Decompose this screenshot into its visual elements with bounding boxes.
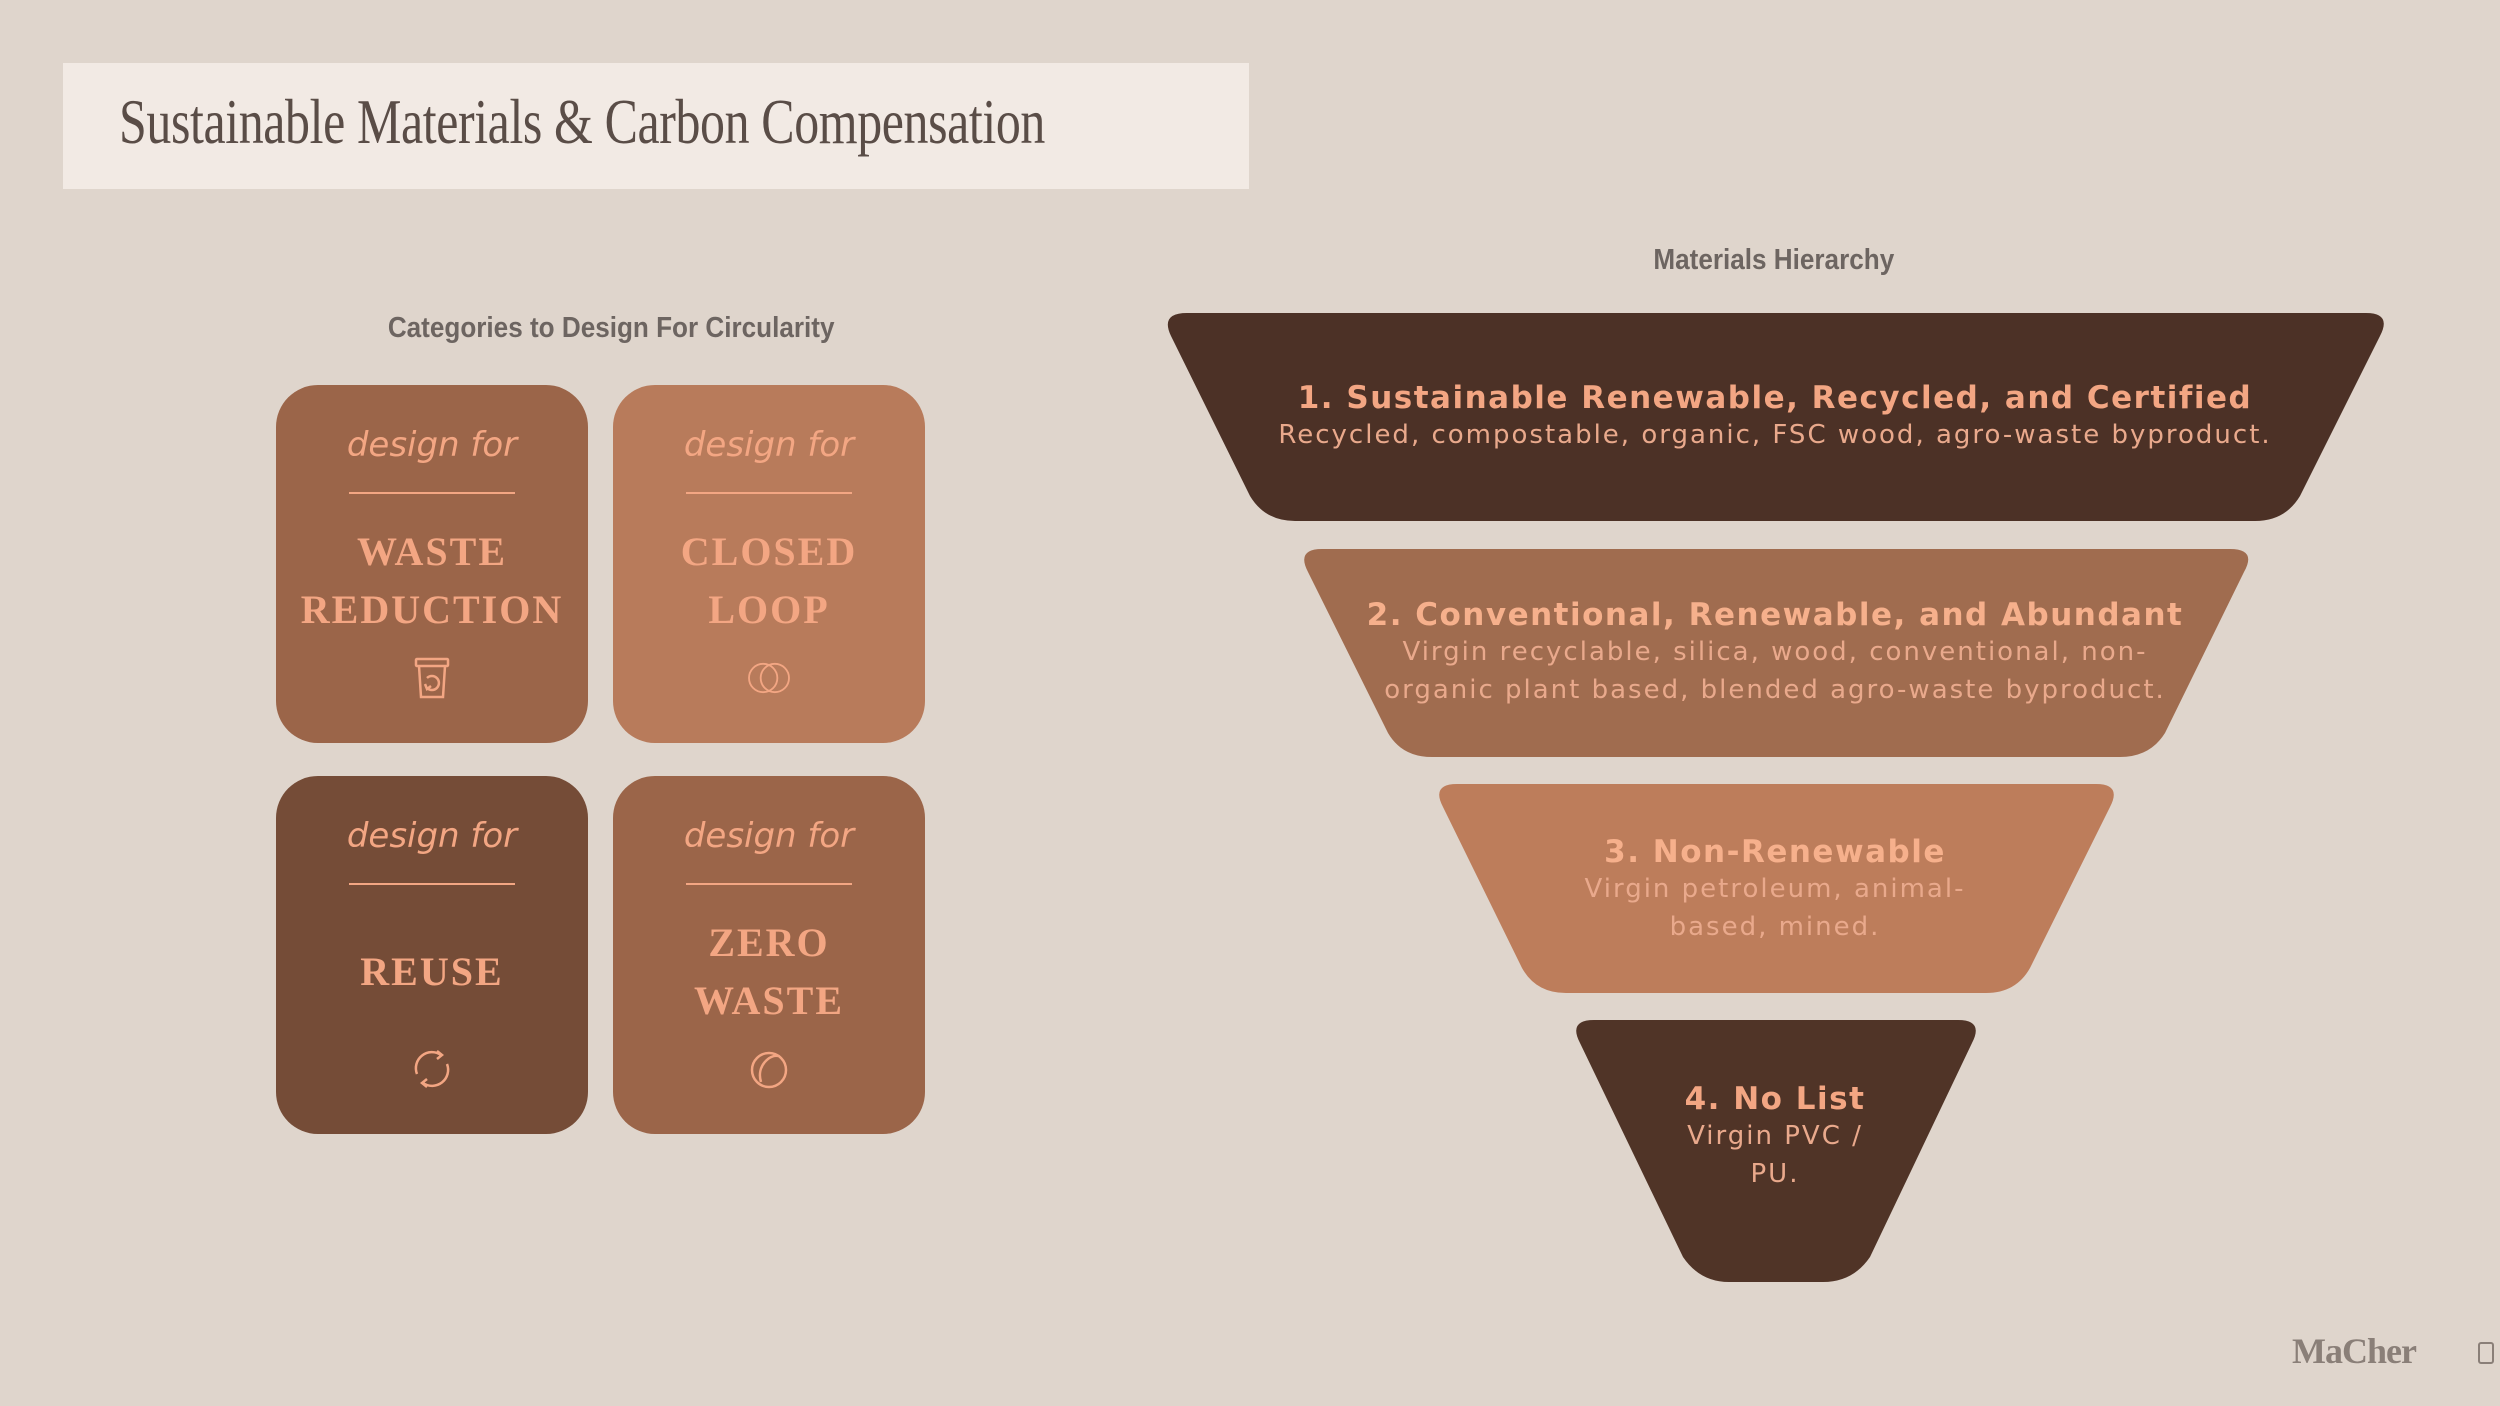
tier-4-shape bbox=[1576, 1020, 1976, 1282]
card-closed-loop: design for CLOSED LOOP bbox=[613, 385, 925, 743]
tier-1-description: Recycled, compostable, organic, FSC wood… bbox=[1190, 416, 2360, 454]
tier-4-desc-line: Virgin PVC / bbox=[1687, 1121, 1863, 1151]
tier-1: 1. Sustainable Renewable, Recycled, and … bbox=[1190, 380, 2360, 454]
card-waste-reduction: design for WASTE REDUCTION bbox=[276, 385, 588, 743]
card-prefix: design for bbox=[346, 425, 518, 465]
tier-2-description: Virgin recyclable, silica, wood, convent… bbox=[1320, 633, 2230, 709]
tier-3: 3. Non-Renewable Virgin petroleum, anima… bbox=[1480, 834, 2070, 946]
hierarchy-heading: Materials Hierarchy bbox=[1653, 244, 1895, 276]
tier-4-description: Virgin PVC / PU. bbox=[1620, 1117, 1930, 1193]
tier-4: 4. No List Virgin PVC / PU. bbox=[1620, 1081, 1930, 1193]
interlocking-circles-icon bbox=[748, 662, 790, 694]
card-label: REUSE bbox=[360, 949, 504, 994]
tier-1-desc-line: Recycled, compostable, organic, FSC wood… bbox=[1278, 420, 2272, 450]
tier-4-desc-line: PU. bbox=[1750, 1159, 1800, 1189]
title-banner: Sustainable Materials & Carbon Compensat… bbox=[63, 63, 1249, 189]
card-divider bbox=[686, 883, 852, 885]
card-divider bbox=[349, 492, 515, 494]
card-prefix: design for bbox=[346, 816, 518, 856]
logo-mark-icon bbox=[2478, 1342, 2494, 1364]
tier-2-desc-line: organic plant based, blended agro-waste … bbox=[1384, 675, 2166, 705]
tier-3-title: 3. Non-Renewable bbox=[1604, 834, 1946, 870]
card-reuse: design for REUSE bbox=[276, 776, 588, 1134]
tier-1-title: 1. Sustainable Renewable, Recycled, and … bbox=[1297, 380, 2253, 416]
bin-icon bbox=[414, 657, 450, 699]
card-label: CLOSED LOOP bbox=[680, 529, 858, 632]
brand-logo: MaCher bbox=[2292, 1331, 2417, 1371]
slide-title: Sustainable Materials & Carbon Compensat… bbox=[119, 86, 1046, 157]
tier-3-shape bbox=[1439, 784, 2114, 993]
tier-4-title: 4. No List bbox=[1684, 1081, 1866, 1117]
tier-2-shape bbox=[1304, 549, 2249, 757]
tier-1-shape bbox=[1167, 313, 2384, 521]
card-label: ZERO WASTE bbox=[693, 920, 845, 1023]
tier-2: 2. Conventional, Renewable, and Abundant… bbox=[1320, 597, 2230, 709]
card-zero-waste: design for ZERO WASTE bbox=[613, 776, 925, 1134]
tier-3-desc-line: Virgin petroleum, animal- bbox=[1584, 874, 1966, 904]
card-divider bbox=[349, 883, 515, 885]
cycle-arrows-icon bbox=[414, 1050, 450, 1088]
card-divider bbox=[686, 492, 852, 494]
tier-2-desc-line: Virgin recyclable, silica, wood, convent… bbox=[1402, 637, 2148, 667]
card-prefix: design for bbox=[683, 816, 855, 856]
categories-heading: Categories to Design For Circularity bbox=[387, 312, 835, 344]
circle-loop-icon bbox=[750, 1051, 788, 1089]
card-prefix: design for bbox=[683, 425, 855, 465]
tier-3-desc-line: based, mined. bbox=[1669, 912, 1881, 942]
card-label: WASTE REDUCTION bbox=[300, 529, 564, 632]
tier-3-description: Virgin petroleum, animal- based, mined. bbox=[1480, 870, 2070, 946]
tier-2-title: 2. Conventional, Renewable, and Abundant bbox=[1366, 597, 2184, 633]
